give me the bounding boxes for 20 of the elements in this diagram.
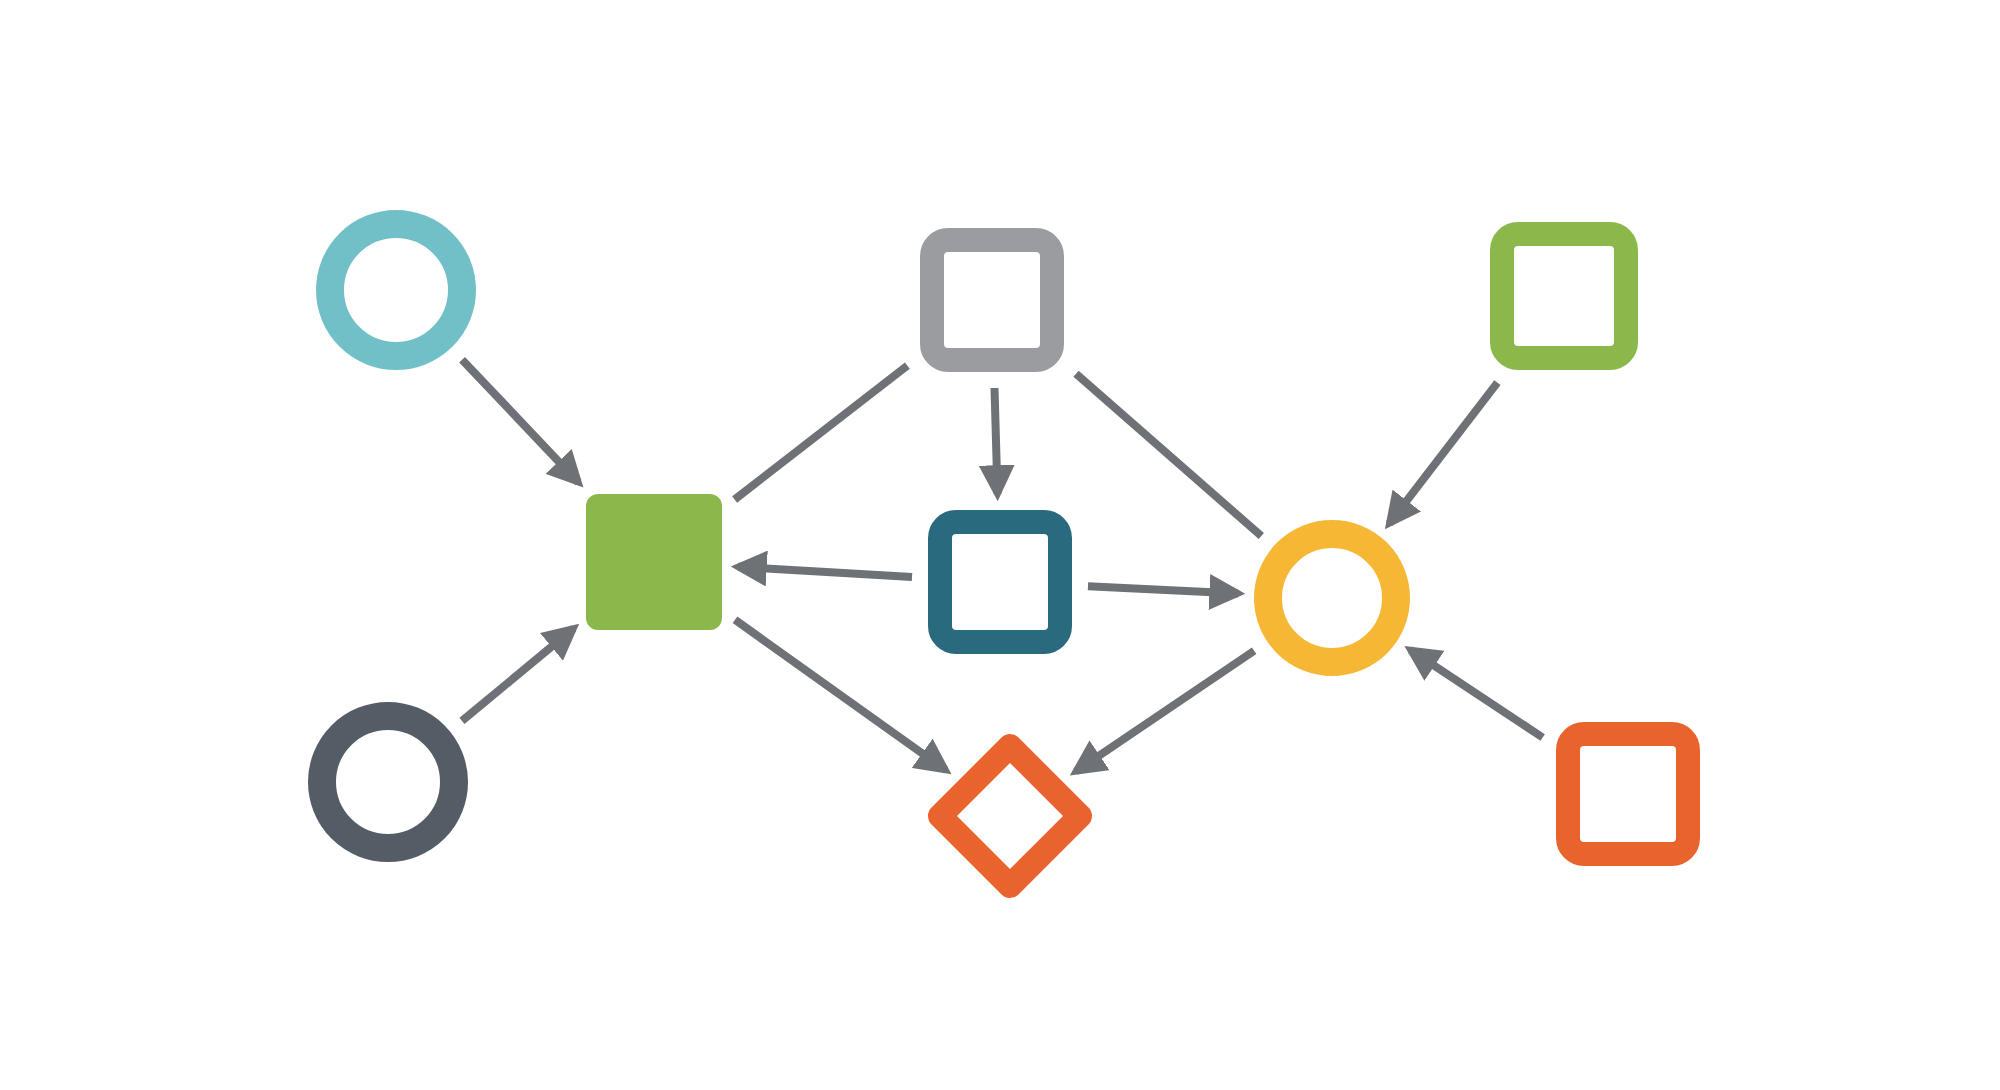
square-node (928, 510, 1072, 654)
circle-node (316, 210, 476, 370)
arrow (978, 387, 1015, 502)
filled-square-node (586, 494, 722, 630)
arrow (459, 356, 584, 488)
connector-line (732, 362, 910, 503)
circle-node (308, 702, 468, 862)
square-node (1490, 222, 1638, 370)
arrow (459, 623, 580, 724)
diamond-node (922, 728, 1098, 904)
arrow (730, 550, 913, 587)
connector-line (1073, 370, 1264, 540)
circle-node (1254, 520, 1410, 676)
arrow (1087, 574, 1246, 611)
square-node (1556, 722, 1700, 866)
arrow (1069, 647, 1257, 776)
arrow (1404, 645, 1545, 741)
arrow (732, 616, 952, 775)
arrow (1384, 380, 1501, 530)
square-node (920, 228, 1064, 372)
